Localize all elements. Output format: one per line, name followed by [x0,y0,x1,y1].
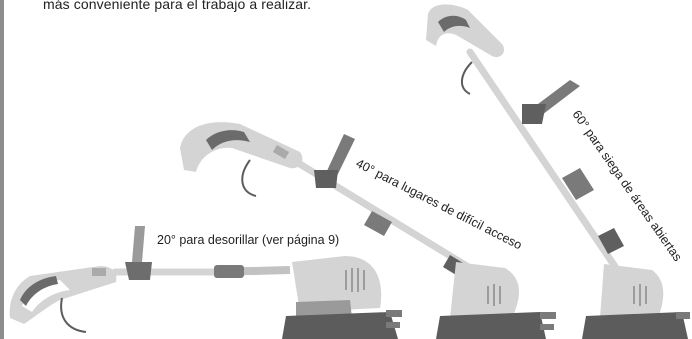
label-40-degree: 40° para lugares de difícil acceso [354,156,525,252]
page-margin-bar [0,0,4,339]
trimmer-60-degree [426,4,690,339]
intro-text: más conveniente para el trabajo a realiz… [43,0,312,12]
trimmer-40-degree [180,122,556,339]
trimmer-20-degree [9,226,402,339]
label-20-degree: 20° para desorillar (ver página 9) [157,233,339,247]
